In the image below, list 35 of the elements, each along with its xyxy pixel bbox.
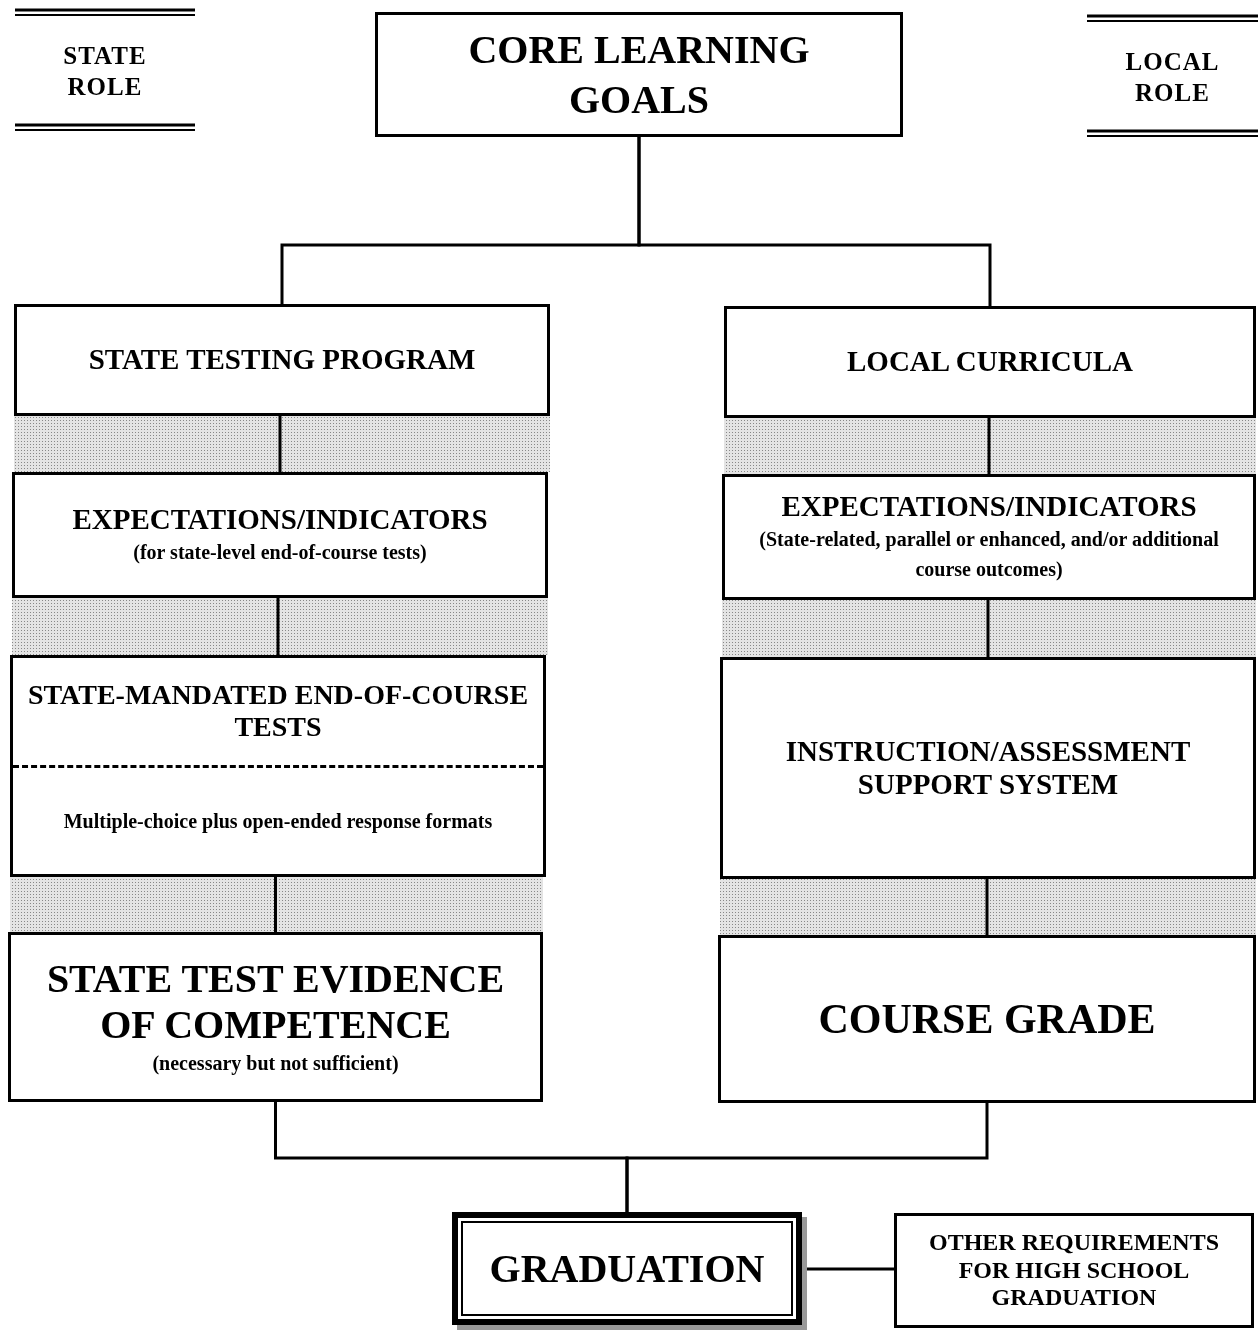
box-heading: EXPECTATIONS/INDICATORS bbox=[71, 503, 489, 537]
connector-line bbox=[274, 877, 277, 932]
connector-line bbox=[987, 418, 991, 474]
box-note: Multiple-choice plus open-ended response formats bbox=[62, 808, 494, 835]
box-note: (State-related, parallel or enhanced, and/or additional course outcomes) bbox=[758, 526, 1220, 582]
result-box bbox=[718, 935, 1256, 1103]
box-heading: OTHER REQUIREMENTS FOR HIGH SCHOOL GRADUATION bbox=[927, 1229, 1221, 1312]
box-note: (for state-level end-of-course tests) bbox=[132, 539, 428, 565]
box-note: (necessary but not sufficient) bbox=[151, 1051, 400, 1077]
process-box bbox=[14, 304, 550, 416]
result-box bbox=[8, 932, 543, 1102]
process-box bbox=[720, 657, 1256, 879]
connector-line bbox=[637, 137, 992, 306]
process-box bbox=[10, 655, 546, 877]
requirements-box bbox=[894, 1213, 1254, 1328]
box-heading: COURSE GRADE bbox=[817, 994, 1157, 1044]
box-heading: STATE TESTING PROGRAM bbox=[87, 343, 477, 377]
box-heading: LOCAL CURRICULA bbox=[846, 345, 1134, 379]
box-heading: GRADUATION bbox=[488, 1245, 766, 1292]
box-heading: EXPECTATIONS/INDICATORS bbox=[780, 490, 1198, 524]
connector-line bbox=[278, 416, 282, 472]
connector-line bbox=[625, 1103, 989, 1212]
box-heading: CORE LEARNING GOALS bbox=[467, 25, 811, 124]
process-box bbox=[12, 472, 548, 598]
box-heading: STATE TEST EVIDENCE OF COMPETENCE bbox=[45, 956, 506, 1048]
box-heading: INSTRUCTION/ASSESSMENT SUPPORT SYSTEM bbox=[784, 734, 1192, 802]
process-box bbox=[722, 474, 1256, 600]
role-label: LOCAL ROLE bbox=[1124, 47, 1221, 109]
box-heading: STATE-MANDATED END-OF-COURSE TESTS bbox=[26, 679, 530, 744]
role-label: STATE ROLE bbox=[62, 41, 148, 103]
connector-line bbox=[276, 598, 280, 655]
connector-line bbox=[986, 600, 990, 657]
connector-line bbox=[985, 879, 989, 935]
process-box bbox=[724, 306, 1256, 418]
goal-box bbox=[375, 12, 903, 137]
